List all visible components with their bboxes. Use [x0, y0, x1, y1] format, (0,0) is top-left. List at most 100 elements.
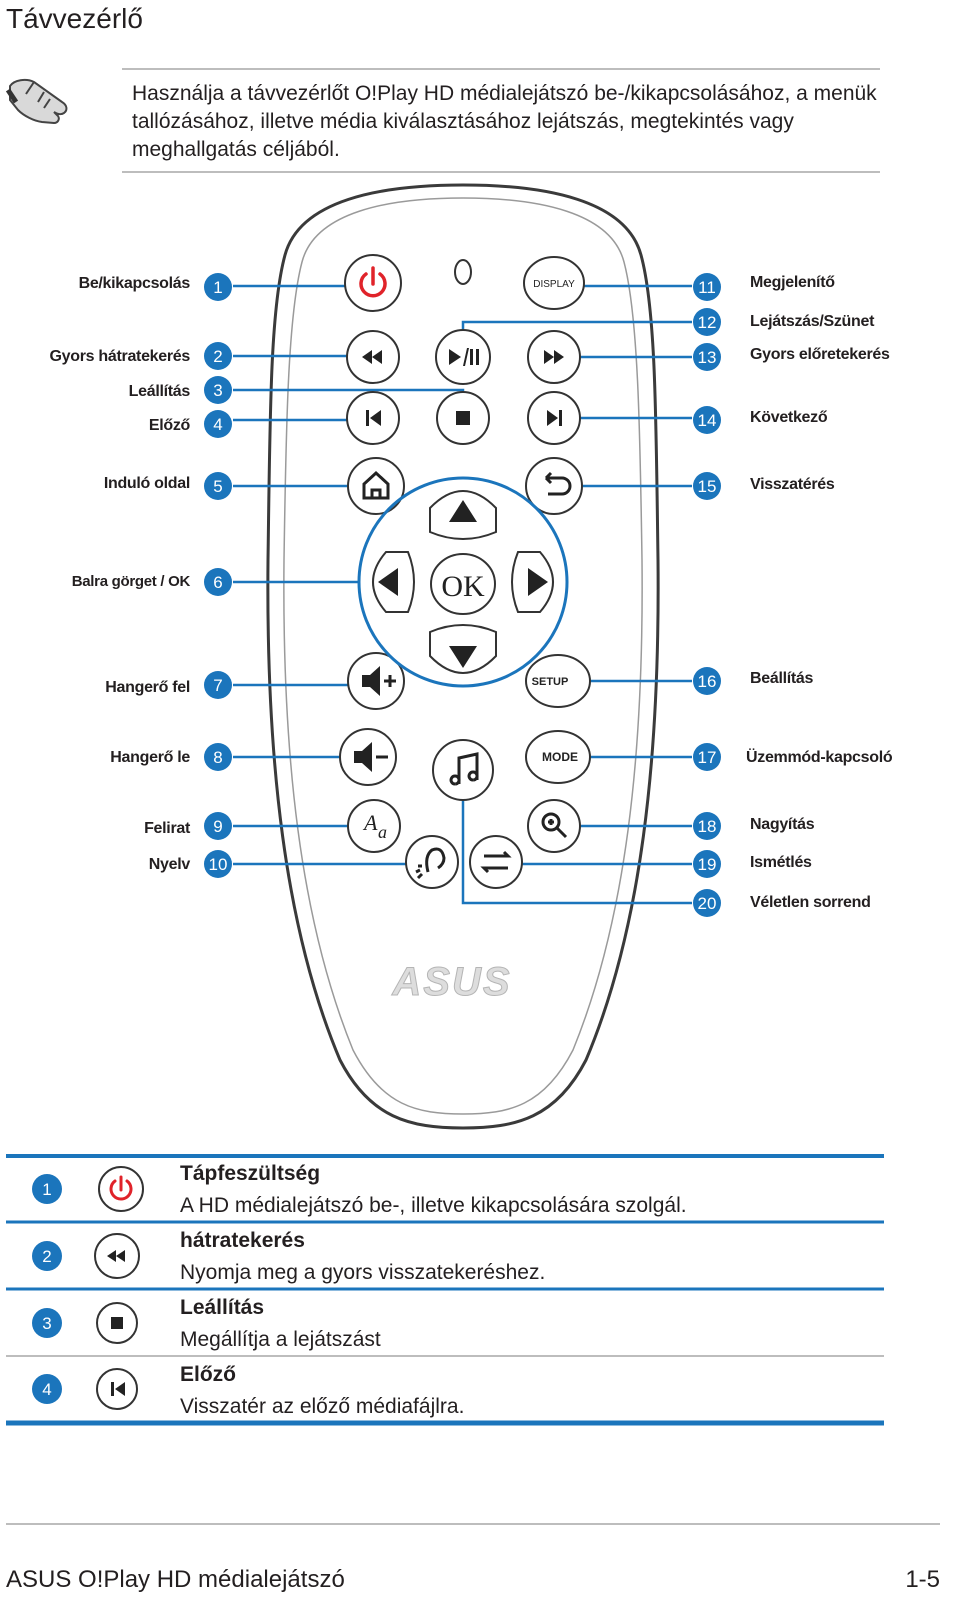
- row-badge-2: 2: [42, 1247, 51, 1266]
- subtitle-button: [347, 799, 401, 853]
- nav-right-arrow-icon: [528, 568, 548, 596]
- callout-label-10: Nyelv: [148, 856, 191, 873]
- footer-rule: [6, 1523, 940, 1525]
- badge-2: 2: [213, 347, 222, 366]
- nav-up-arrow-icon: [449, 500, 477, 522]
- row-badge-4: 4: [42, 1380, 51, 1399]
- badge-7: 7: [213, 676, 222, 695]
- callout-lines: [233, 284, 692, 905]
- row-title-2: hátratekerés: [180, 1229, 305, 1252]
- return-icon: [544, 471, 572, 496]
- badge-20: 20: [698, 894, 717, 913]
- badge-19: 19: [698, 855, 717, 874]
- badge-18: 18: [698, 817, 717, 836]
- row-badge-1: 1: [42, 1180, 51, 1199]
- language-head-icon: [425, 847, 446, 873]
- nav-down-arrow-icon: [449, 646, 477, 668]
- callout-label-16: Beállítás: [750, 670, 814, 687]
- callout-label-6: Balra görget / OK: [71, 573, 191, 590]
- mode-button-label: MODE: [542, 750, 578, 764]
- callout-label-17: Üzemmód-kapcsoló: [746, 749, 893, 766]
- stop-icon: [456, 411, 470, 425]
- callout-label-8: Hangerő le: [110, 749, 190, 766]
- rewind-icon: [107, 1250, 125, 1262]
- nav-ring: [357, 476, 569, 688]
- ok-button: [430, 553, 496, 615]
- pointing-hand-icon: [5, 78, 68, 125]
- badge-1: 1: [213, 278, 222, 297]
- remote-diagram: A a DISPLAY OK SETUP MODE ASUS 1 2 3 4 5…: [204, 183, 721, 1130]
- return-button: [525, 457, 583, 515]
- callout-label-1: Be/kikapcsolás: [78, 275, 191, 292]
- language-waves-icon: [415, 864, 424, 880]
- row-badge-3: 3: [42, 1314, 51, 1333]
- callout-label-14: Következő: [750, 409, 828, 426]
- callout-label-11: Megjelenítő: [750, 274, 835, 291]
- badge-17: 17: [698, 748, 717, 767]
- asus-logo: ASUS: [391, 960, 511, 1004]
- badge-11: 11: [698, 278, 716, 297]
- row-desc-1: A HD médialejátszó be-, illetve kikapcso…: [180, 1194, 687, 1217]
- mode-button: [525, 730, 591, 784]
- footer-title: ASUS O!Play HD médialejátszó: [6, 1566, 345, 1593]
- zoom-button: [527, 799, 581, 853]
- callout-label-19: Ismétlés: [750, 854, 812, 871]
- badge-12: 12: [698, 313, 717, 332]
- play-pause-button: [435, 329, 491, 385]
- setup-button: [525, 654, 591, 708]
- callout-label-4: Előző: [148, 417, 190, 434]
- callout-label-18: Nagyítás: [750, 816, 815, 833]
- badge-15: 15: [698, 477, 717, 496]
- repeat-button: [469, 835, 523, 889]
- row-title-3: Leállítás: [180, 1296, 265, 1319]
- note-rule-top: [122, 68, 880, 70]
- zoom-handle-icon: [548, 819, 568, 839]
- fast-forward-icon: [544, 350, 564, 364]
- callout-label-2: Gyors hátratekerés: [49, 348, 191, 365]
- callout-label-9: Felirat: [144, 820, 190, 837]
- badge-13: 13: [698, 348, 717, 367]
- callout-label-13: Gyors előretekerés: [750, 346, 890, 363]
- callout-label-12: Lejátszás/Szünet: [750, 313, 875, 330]
- zoom-lens-icon: [541, 812, 561, 832]
- previous-icon: [366, 410, 381, 426]
- row-desc-4: Visszatér az előző médiafájlra.: [180, 1395, 465, 1418]
- badge-5: 5: [213, 477, 222, 496]
- page-title: Távvezérlő: [6, 3, 143, 34]
- page-number: 1-5: [905, 1566, 940, 1593]
- badge-10: 10: [209, 855, 228, 874]
- volume-down-speaker-icon: [354, 742, 372, 772]
- subtitle-a-icon: A: [362, 810, 378, 835]
- row-title-4: Előző: [180, 1363, 236, 1386]
- rewind-icon: [362, 350, 382, 364]
- music-note-icon: [449, 752, 479, 786]
- row-desc-2: Nyomja meg a gyors visszatekeréshez.: [180, 1261, 546, 1284]
- power-icon: [359, 266, 387, 298]
- note-text: Használja a távvezérlőt O!Play HD médial…: [132, 82, 877, 161]
- badge-16: 16: [698, 672, 717, 691]
- play-pause-icon: [449, 348, 479, 366]
- ir-sensor: [454, 259, 472, 285]
- row-desc-3: Megállítja a lejátszást: [180, 1328, 381, 1351]
- repeat-icon: [480, 850, 512, 874]
- callout-label-5: Induló oldal: [103, 475, 190, 492]
- display-button-label: DISPLAY: [533, 279, 575, 290]
- display-button: [523, 256, 585, 310]
- subtitle-small-a-icon: a: [378, 822, 387, 842]
- stop-icon: [111, 1317, 123, 1329]
- callout-badges: 1 2 3 4 5 6 7 8 9 10 11 12 13 14 15 16 1…: [204, 273, 721, 917]
- callout-label-7: Hangerő fel: [105, 679, 190, 696]
- badge-3: 3: [213, 381, 222, 400]
- previous-icon: [111, 1382, 125, 1396]
- setup-button-label: SETUP: [532, 676, 569, 688]
- badge-8: 8: [213, 748, 222, 767]
- row-title-1: Tápfeszültség: [180, 1162, 321, 1185]
- plus-icon: [384, 675, 396, 687]
- volume-up-speaker-icon: [362, 666, 380, 696]
- home-icon: [362, 470, 390, 500]
- ok-button-label: OK: [441, 570, 485, 603]
- note-rule-bottom: [122, 171, 880, 173]
- badge-9: 9: [213, 817, 222, 836]
- callout-label-15: Visszatérés: [750, 476, 835, 493]
